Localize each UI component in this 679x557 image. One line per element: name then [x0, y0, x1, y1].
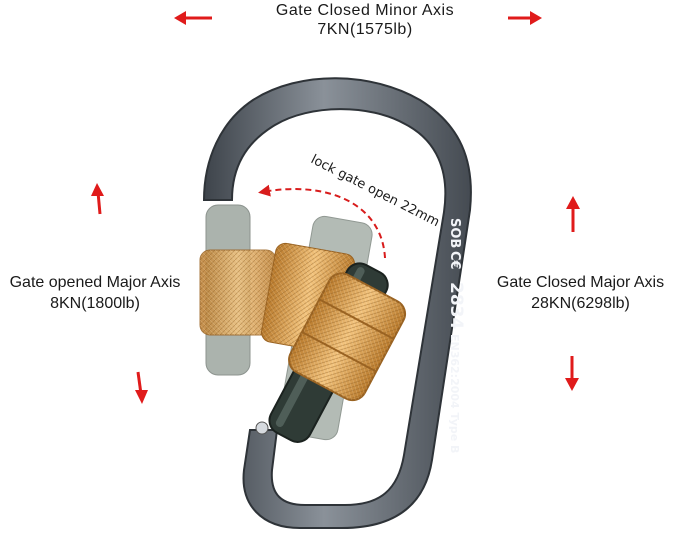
gate-opened-major-axis-title: Gate opened Major Axis [9, 274, 181, 291]
gate-closed-major-axis-value: 28KN(6298lb) [531, 295, 630, 312]
gate-closed-minor-axis-title: Gate Closed Minor Axis [275, 2, 455, 19]
carabiner-frame [202, 77, 472, 529]
gate-rivet [255, 421, 269, 435]
gate-locking-sleeve [288, 272, 407, 402]
gate-closed-minor-axis-value: 7KN(1575lb) [317, 21, 413, 38]
engraving-standard: EN362:2004 Type B [448, 334, 461, 453]
arrow-minor-left [174, 11, 212, 25]
engraving-ce-mark: C€ [447, 251, 462, 270]
gate-sleeve-ghost [199, 242, 355, 354]
arrow-closed-up [566, 196, 580, 232]
gate-closed-major-axis-title: Gate Closed Major Axis [496, 274, 665, 291]
engraving-number: 2834 [446, 282, 466, 329]
engraving-text: SOB C€ 2834 EN362:2004 Type B [446, 218, 466, 453]
engraving-brand: SOB [447, 218, 462, 248]
gate-opened-major-axis-value: 8KN(1800lb) [50, 295, 140, 312]
arrow-closed-down [565, 356, 579, 391]
lock-gate-arc [258, 184, 386, 259]
arrow-minor-right [508, 11, 542, 25]
arrow-open-up [91, 183, 104, 215]
arrow-open-down [135, 371, 148, 404]
